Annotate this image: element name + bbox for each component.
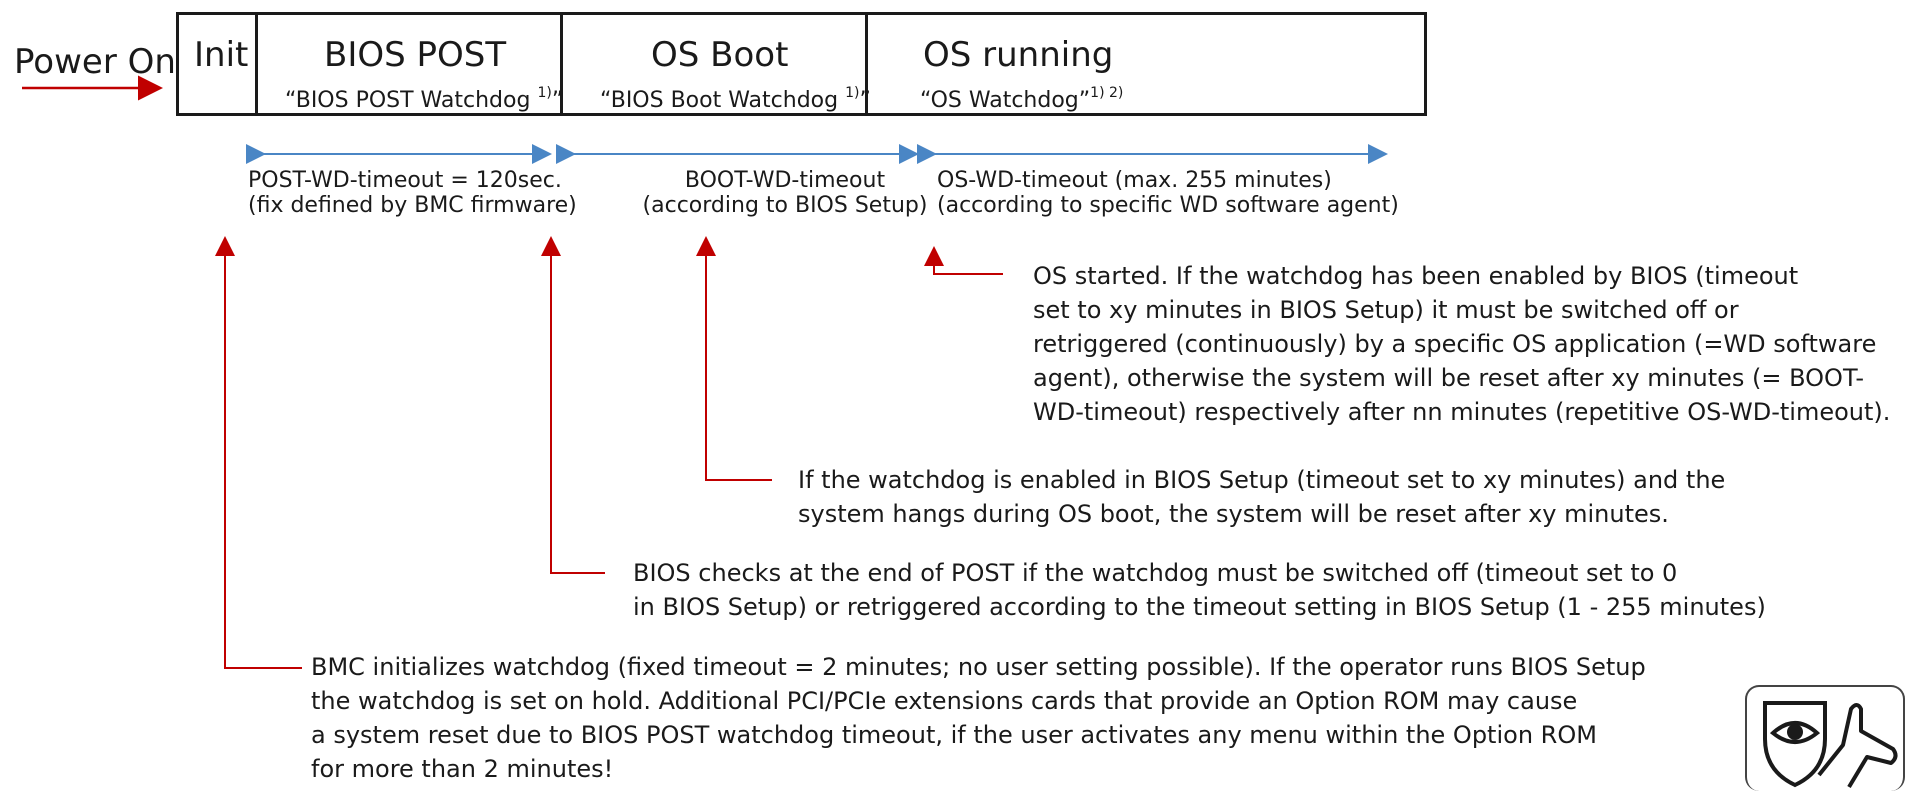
phase-os-boot: OS Boot “BIOS Boot Watchdog 1)” xyxy=(560,12,871,116)
phase-os-running: OS running “OS Watchdog”1) 2) xyxy=(865,12,1427,116)
phase-os-boot-title: OS Boot xyxy=(651,35,789,75)
os-boot-connector xyxy=(696,236,772,481)
bmc-init-connector xyxy=(215,236,302,669)
note-bmc-init: BMC initializes watchdog (fixed timeout … xyxy=(311,653,1646,783)
phase-os-running-subtitle: “OS Watchdog”1) 2) xyxy=(920,85,1124,113)
bios-post-end-connector xyxy=(541,236,605,574)
phase-init-title: Init xyxy=(194,35,249,75)
note-os-started: OS started. If the watchdog has been ena… xyxy=(1033,262,1891,426)
os-started-connector xyxy=(924,246,1003,275)
phase-init: Init xyxy=(176,12,255,116)
phase-os-boot-subtitle: “BIOS Boot Watchdog 1)” xyxy=(600,85,871,113)
note-os-boot: If the watchdog is enabled in BIOS Setup… xyxy=(798,466,1726,528)
boot-timeout-label: BOOT-WD-timeout (according to BIOS Setup… xyxy=(642,168,928,218)
phase-os-running-title: OS running xyxy=(923,35,1114,75)
post-timeout-label: POST-WD-timeout = 120sec. (fix defined b… xyxy=(248,168,577,218)
phase-bios-post-subtitle: “BIOS POST Watchdog 1)” xyxy=(285,85,564,113)
phase-bios-post: BIOS POST “BIOS POST Watchdog 1)” xyxy=(255,12,564,116)
eye-shield-hand-icon xyxy=(1745,685,1905,791)
power-on-label: Power On xyxy=(14,42,176,82)
eye-shield-hand-icon-graphic xyxy=(1763,701,1898,789)
note-bios-post-end: BIOS checks at the end of POST if the wa… xyxy=(633,559,1766,621)
phase-bios-post-title: BIOS POST xyxy=(324,35,507,75)
os-timeout-label: OS-WD-timeout (max. 255 minutes) (accord… xyxy=(937,168,1399,218)
